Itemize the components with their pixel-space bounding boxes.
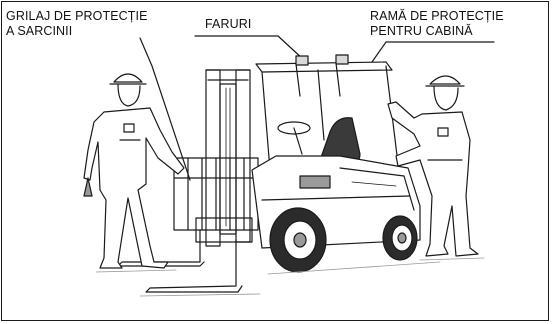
label-load-guard-line-1: GRILAJ DE PROTECȚIE [6,9,148,23]
label-headlights: FARURI [205,17,251,32]
label-headlights-text: FARURI [205,17,252,31]
headlights [295,54,349,66]
worker-left [83,73,185,269]
label-cab-guard: RAMĂ DE PROTECȚIE PENTRU CABINĂ [370,9,504,39]
rear-wheel [382,215,418,261]
callout-lines [139,35,495,181]
label-load-guard-line-2: A SARCINII [6,24,73,38]
label-cab-guard-line-2: PENTRU CABINĂ [370,24,473,38]
front-wheel [269,207,327,273]
ground-shadows [95,257,485,297]
label-load-guard: GRILAJ DE PROTECȚIE A SARCINII [6,9,148,39]
callout-line-headlights [194,35,305,61]
load-guard [173,157,259,243]
callout-line-load-guard [139,37,191,181]
label-cab-guard-line-1: RAMĂ DE PROTECȚIE [370,9,504,23]
worker-right [387,75,479,257]
callout-line-cab-guard [371,41,495,63]
steering-wheel [277,121,311,135]
